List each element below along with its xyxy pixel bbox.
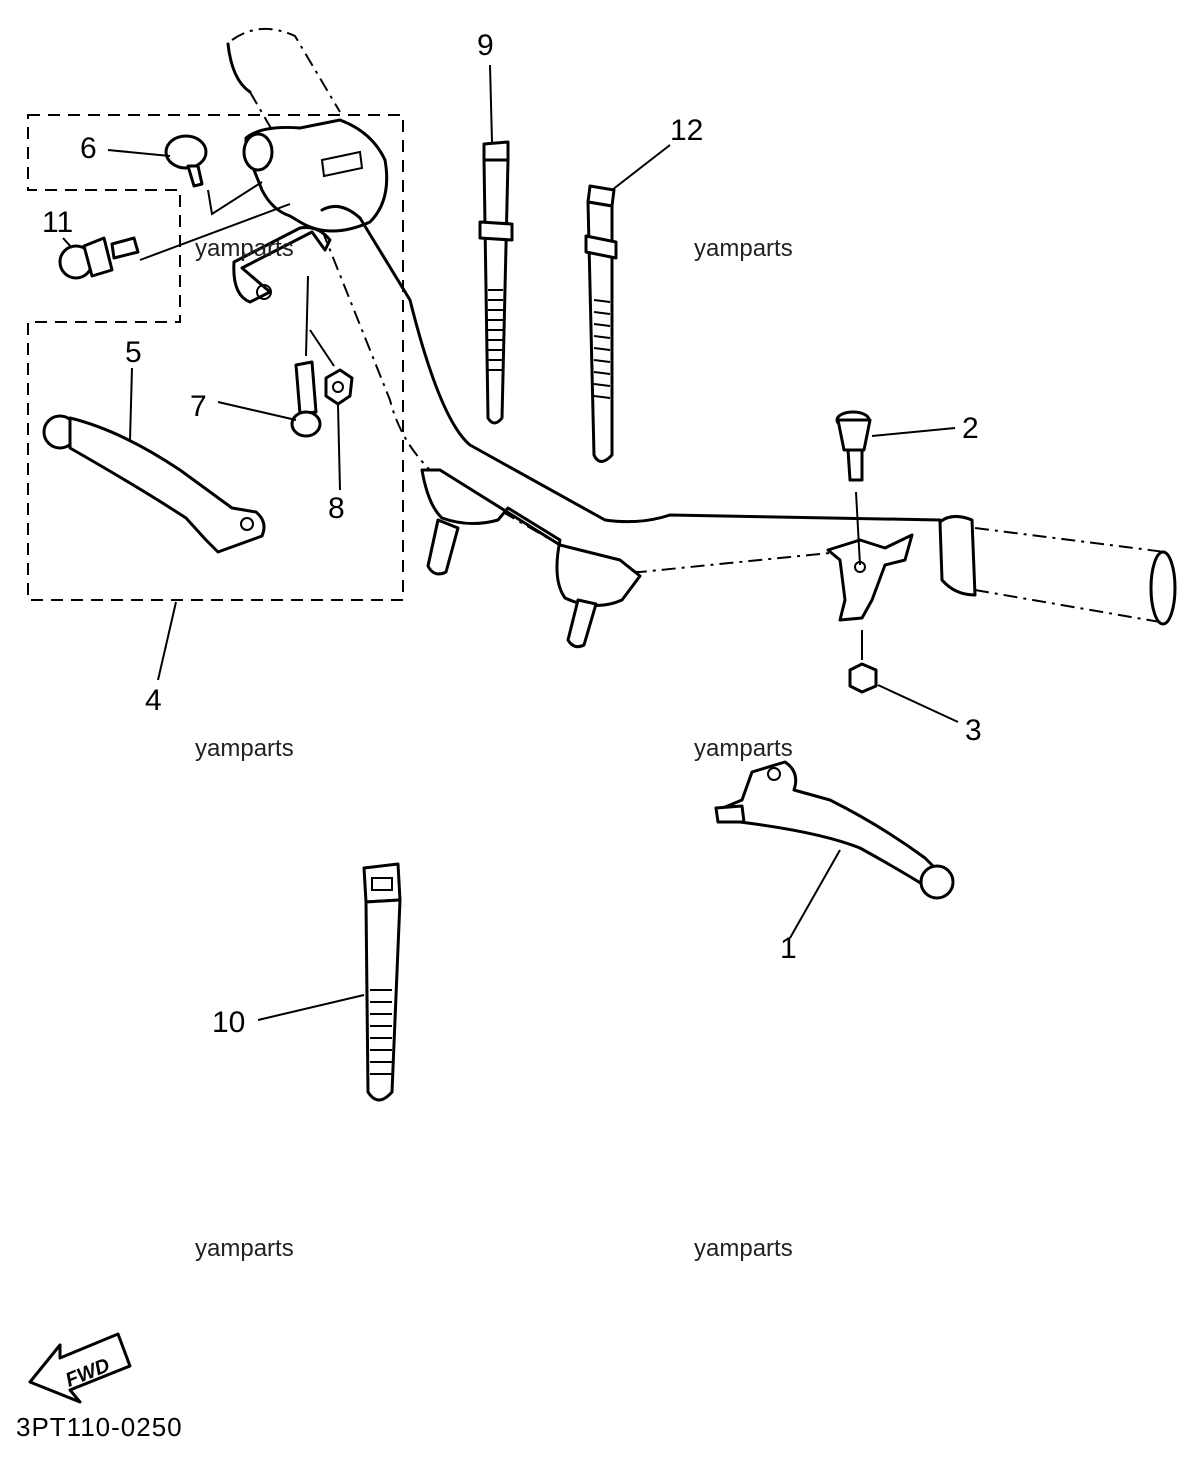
callout-1: 1 <box>780 932 797 965</box>
part-5-lever <box>42 414 266 554</box>
part-12-cable-tie <box>584 184 618 463</box>
watermark-6: yamparts <box>694 1235 793 1262</box>
callout-11: 11 <box>42 206 73 239</box>
callout-7: 7 <box>190 390 207 423</box>
watermark-1: yamparts <box>195 235 294 262</box>
watermark-5: yamparts <box>195 1235 294 1262</box>
watermark-3: yamparts <box>195 735 294 762</box>
callout-10: 10 <box>212 1006 245 1039</box>
handlebar-drawing <box>226 27 1177 649</box>
right-grip-collar <box>938 515 977 597</box>
part-2-bolt <box>835 410 872 573</box>
part-6-screw <box>164 134 263 216</box>
callout-8: 8 <box>328 492 345 525</box>
part-8-nut <box>309 329 354 406</box>
part-1-lever <box>714 760 955 900</box>
leader-lines <box>62 64 959 1021</box>
fwd-arrow-icon: FWD <box>28 1332 132 1404</box>
part-7-bolt <box>290 275 322 438</box>
part-3-nut <box>848 630 878 694</box>
lever-bracket <box>232 226 332 304</box>
callout-9: 9 <box>477 29 494 62</box>
switch-housing <box>244 118 389 233</box>
callout-4: 4 <box>145 684 162 717</box>
callout-12: 12 <box>670 114 703 147</box>
part-9-cable-tie <box>478 140 514 425</box>
callout-3: 3 <box>965 714 982 747</box>
callout-5: 5 <box>125 336 142 369</box>
callout-2: 2 <box>962 412 979 445</box>
watermark-4: yamparts <box>694 735 793 762</box>
diagram-code: 3PT110-0250 <box>16 1412 183 1442</box>
watermark-2: yamparts <box>694 235 793 262</box>
callout-6: 6 <box>80 132 97 165</box>
part-11-bolt <box>58 203 291 280</box>
part-10-cable-tie <box>362 862 402 1102</box>
handlebar-clamp <box>420 468 642 607</box>
